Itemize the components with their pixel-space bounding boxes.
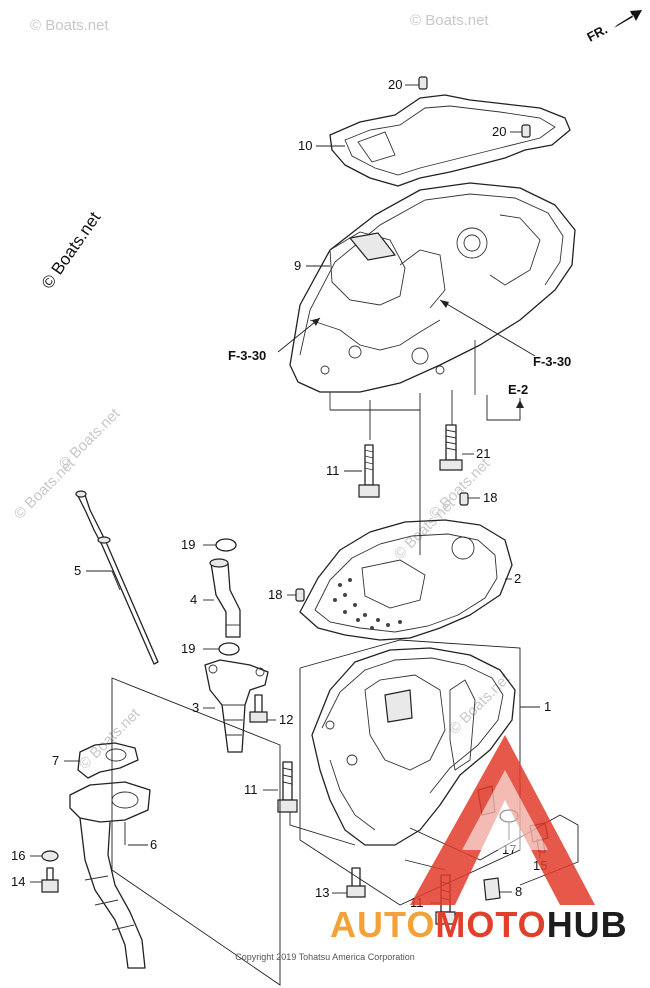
ref-left: F-3-30 (228, 348, 266, 363)
callout-5: 5 (74, 563, 81, 578)
part-4-tube (209, 558, 241, 638)
cross-references: F-3-30 F-3-30 E-2 (228, 299, 571, 418)
front-arrow: FR. (584, 10, 642, 45)
part-9-housing (289, 182, 576, 410)
ref-down: E-2 (508, 382, 528, 397)
watermark-lower-right: © Boats.net (446, 670, 514, 738)
callout-19a: 19 (181, 537, 195, 552)
copyright-text: Copyright 2019 Tohatsu America Corporati… (235, 952, 415, 962)
copyright-vertical: © Boats.net (38, 208, 105, 292)
watermarks: © Boats.net © Boats.net © Boats.net © Bo… (11, 12, 514, 773)
part-2-gasket (299, 519, 513, 641)
callout-6: 6 (150, 837, 157, 852)
watermark-top-left: © Boats.net (30, 17, 109, 34)
callout-18a: 18 (483, 490, 497, 505)
part-3-guide (204, 659, 269, 753)
callout-14: 14 (11, 874, 25, 889)
brand-part-3: HUB (546, 904, 628, 945)
callout-16: 16 (11, 848, 25, 863)
callout-4: 4 (190, 592, 197, 607)
callout-13: 13 (315, 885, 329, 900)
callout-21: 21 (476, 446, 490, 461)
watermark-mid: © Boats.net (391, 495, 459, 563)
brand-logo-triangle (410, 735, 595, 905)
callout-1: 1 (544, 699, 551, 714)
front-arrow-icon (614, 10, 642, 28)
callout-10: 10 (298, 138, 312, 153)
callout-8: 8 (515, 884, 522, 899)
brand-part-2: MOTO (435, 904, 547, 945)
callout-19b: 19 (181, 641, 195, 656)
upper-bolts (358, 424, 463, 498)
callout-3: 3 (192, 700, 199, 715)
brand-part-1: AUTO (330, 904, 436, 945)
watermark-left-mid: © Boats.net (56, 405, 124, 473)
part-20-pins (418, 76, 531, 138)
callout-18b: 18 (268, 587, 282, 602)
part-18-pins (295, 492, 469, 602)
part-6-pickup (69, 781, 151, 969)
part-5-dipstick (75, 490, 159, 665)
callout-20a: 20 (388, 77, 402, 92)
callout-12: 12 (279, 712, 293, 727)
callout-9: 9 (294, 258, 301, 273)
part-7-gasket (77, 742, 139, 779)
watermark-lower-left: © Boats.net (76, 705, 144, 773)
callout-7: 7 (52, 753, 59, 768)
part-16-14-bolt (41, 850, 59, 893)
callout-11b: 11 (244, 782, 258, 797)
brand-wordmark: AUTOMOTOHUB (330, 904, 628, 946)
callout-20b: 20 (492, 124, 506, 139)
callout-11a: 11 (326, 463, 340, 478)
callout-2: 2 (514, 571, 521, 586)
front-label: FR. (584, 22, 610, 45)
part-1-oil-pan (311, 647, 516, 846)
part-10-gasket (329, 94, 571, 187)
watermark-top-right: © Boats.net (410, 12, 489, 29)
ref-right: F-3-30 (533, 354, 571, 369)
